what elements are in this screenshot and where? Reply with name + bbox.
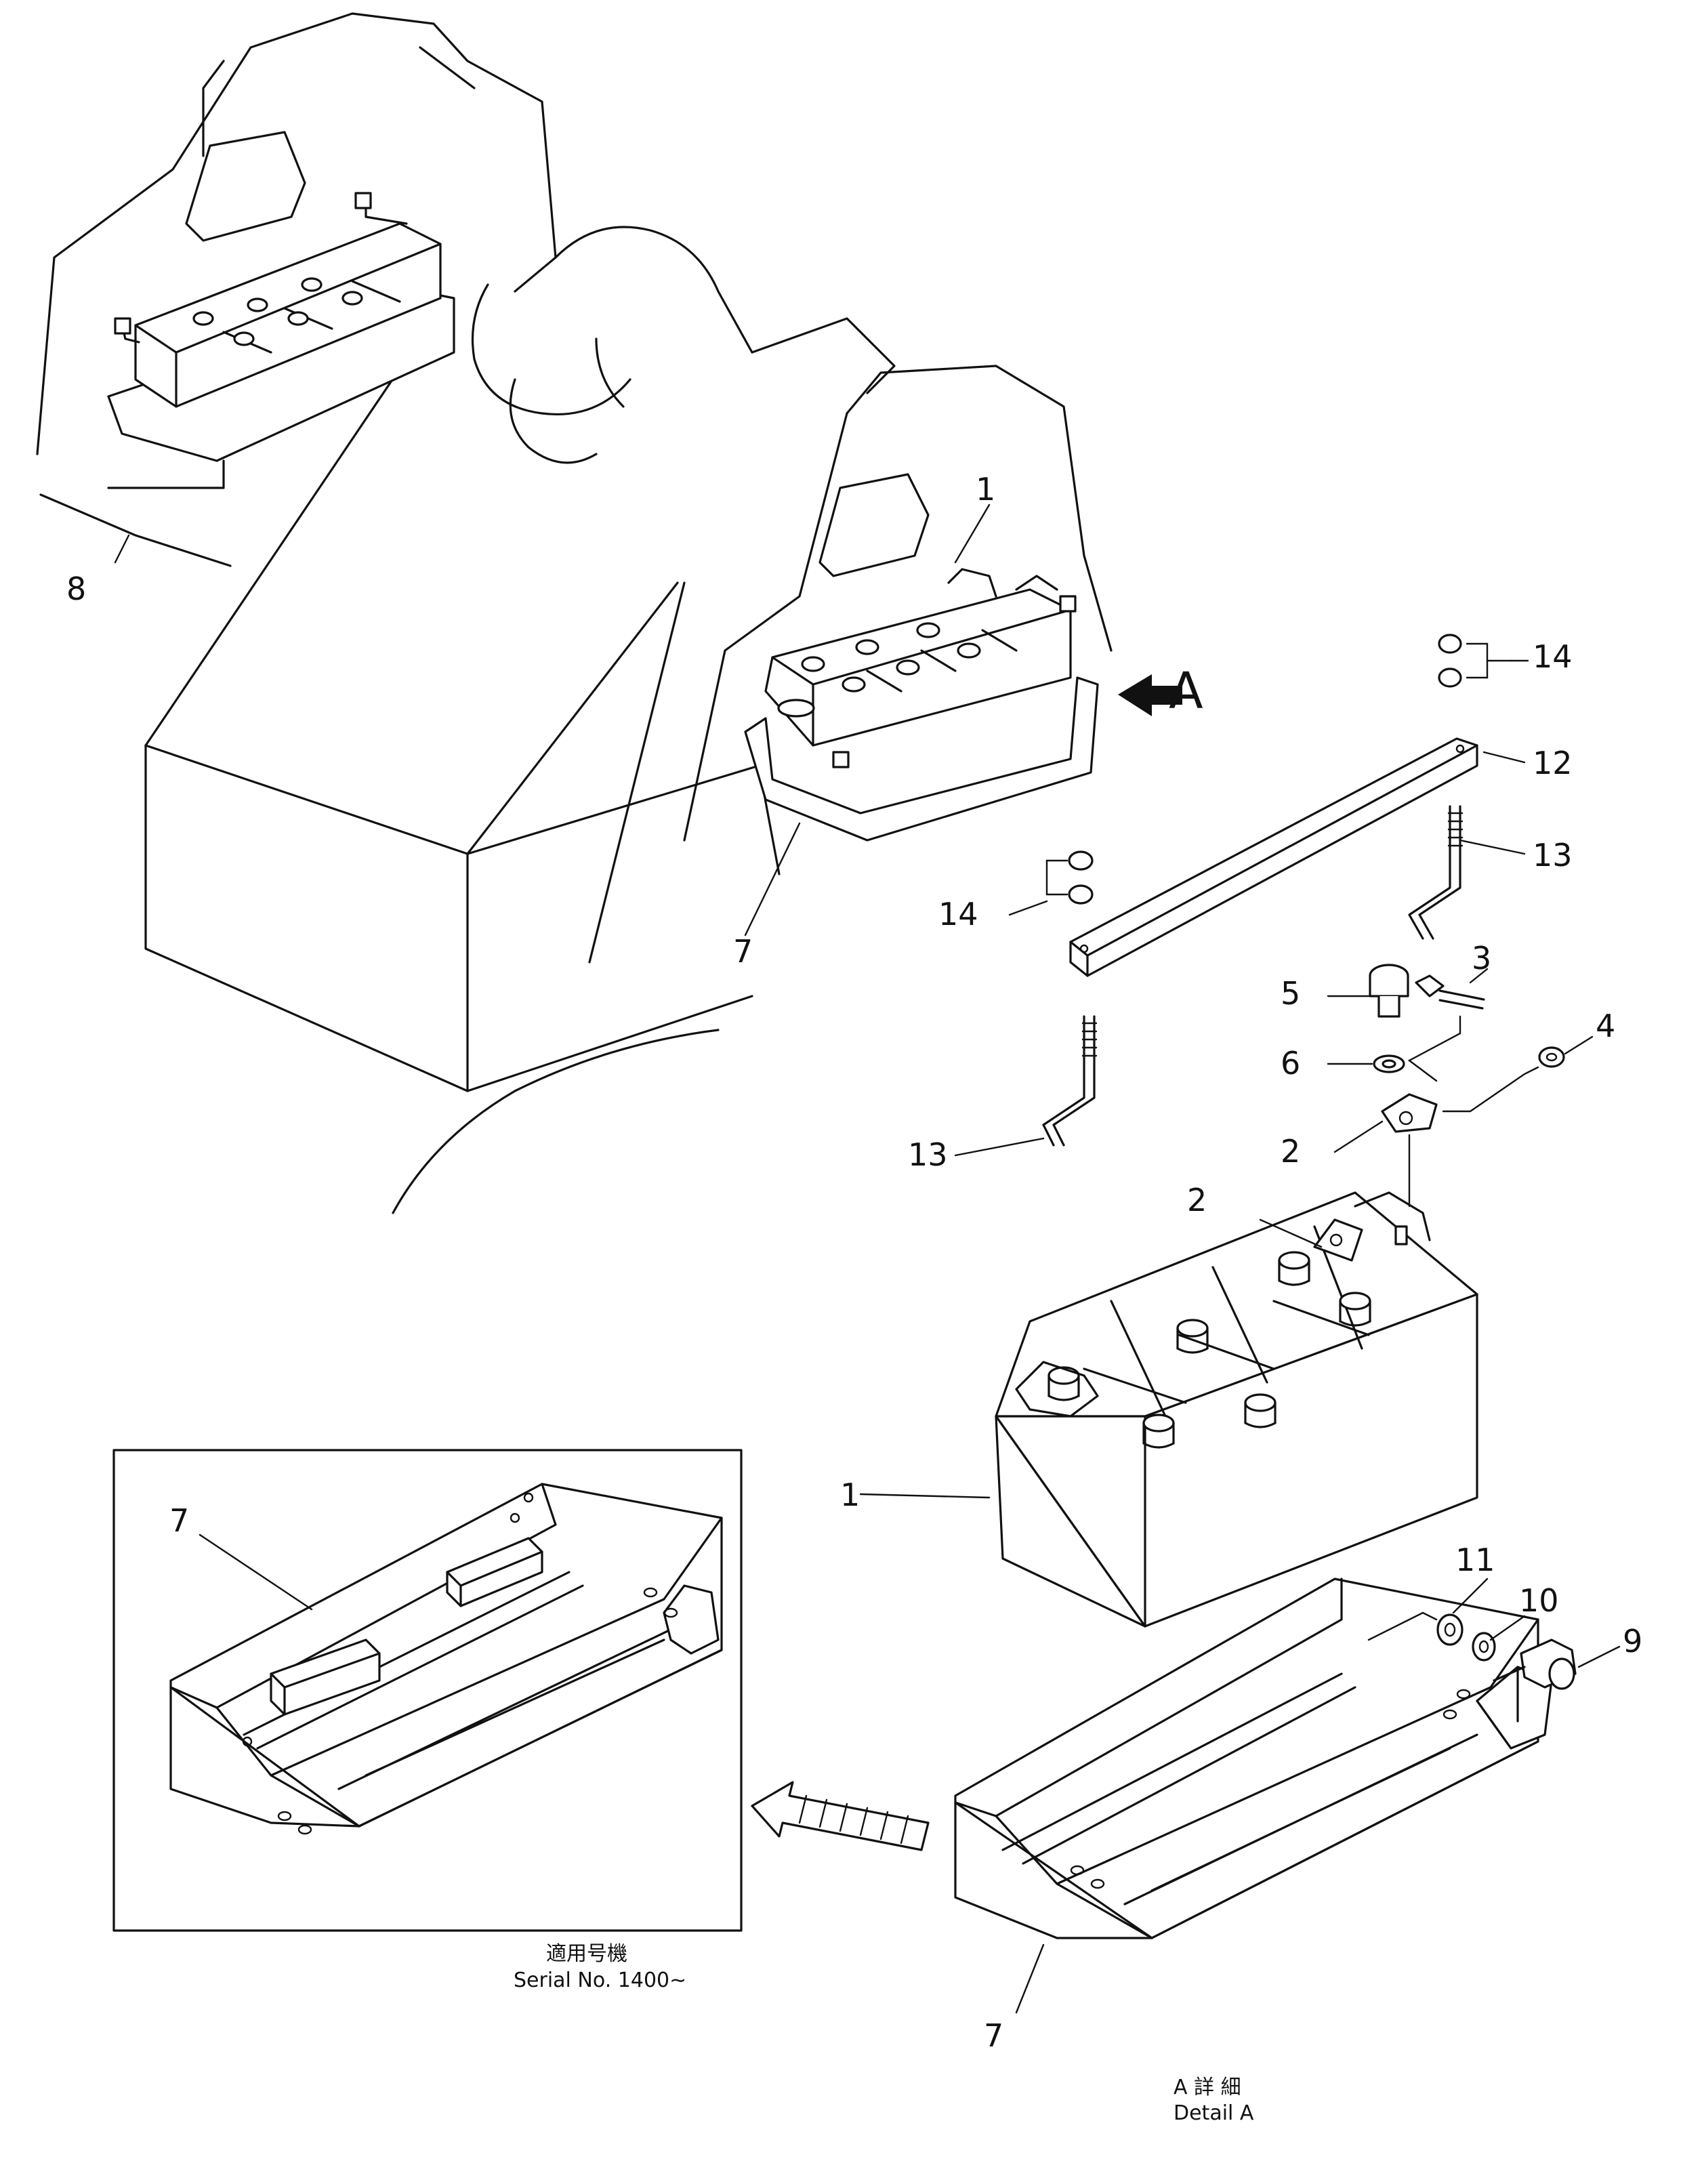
callout-5: 5 <box>1281 975 1300 1012</box>
assembly-line-nut <box>1442 1066 1539 1113</box>
part-13-rod-left <box>1042 1015 1098 1147</box>
part-3-bolt <box>1415 974 1485 1010</box>
inset-reference-arrow <box>751 1781 930 1851</box>
callout-7-inset: 7 <box>169 1502 189 1539</box>
inset-frame <box>112 1449 743 1932</box>
callout-10: 10 <box>1519 1582 1559 1619</box>
detail-caption: A 詳 細 Detail A <box>1174 2076 1254 2125</box>
part-10-lock-washer <box>1472 1632 1496 1662</box>
callout-12: 12 <box>1533 745 1573 781</box>
serial-inset <box>112 1449 743 1932</box>
detail-caption-en: Detail A <box>1174 2101 1254 2125</box>
callout-13-left: 13 <box>908 1136 948 1173</box>
assembly-line-tray <box>1367 1611 1438 1641</box>
callout-2-upper: 2 <box>1281 1133 1300 1170</box>
part-4-nut <box>1538 1046 1565 1068</box>
detail-caption-jp: A 詳 細 <box>1174 2076 1241 2099</box>
callout-11: 11 <box>1455 1542 1495 1578</box>
callout-14-left: 14 <box>938 896 978 932</box>
inset-caption: 適用号機 Serial No. 1400∼ <box>514 1942 686 1992</box>
inset-caption-jp: 適用号機 <box>546 1942 627 1966</box>
callout-2-lower: 2 <box>1187 1182 1207 1218</box>
part-1-battery-detail <box>995 1191 1478 1628</box>
assembly-line-bolt <box>1407 1015 1461 1082</box>
part-9-bolt <box>1493 1639 1577 1690</box>
part-14-nuts-left <box>1008 850 1094 916</box>
callout-9: 9 <box>1623 1623 1642 1660</box>
battery-assembly-center <box>744 568 1099 842</box>
part-7-tray-detail <box>954 1578 1553 1939</box>
view-marker-arrow: A <box>1118 662 1203 720</box>
callout-14-right: 14 <box>1533 638 1573 675</box>
callout-6: 6 <box>1281 1045 1300 1081</box>
callout-1-top: 1 <box>976 471 995 508</box>
part-2-clamp-upper <box>1381 1093 1438 1133</box>
part-13-rod-right <box>1408 805 1464 940</box>
callout-3: 3 <box>1472 940 1491 976</box>
callout-13-right: 13 <box>1533 837 1573 873</box>
machine-body <box>36 12 1113 1214</box>
leader-lines <box>114 503 1621 2014</box>
inset-caption-serial: Serial No. 1400∼ <box>514 1969 686 1992</box>
callout-labels: 1 8 7 14 14 12 13 13 3 5 6 4 2 2 1 11 10… <box>66 471 1642 2054</box>
callout-7-detail: 7 <box>984 2017 1003 2054</box>
battery-assembly-left <box>107 192 455 489</box>
callout-1-detail: 1 <box>840 1477 860 1513</box>
part-6-washer <box>1373 1054 1405 1073</box>
part-5-bolt <box>1369 964 1409 1018</box>
callout-4: 4 <box>1596 1008 1615 1044</box>
callout-8: 8 <box>66 571 86 607</box>
view-marker-label: A <box>1169 662 1203 720</box>
part-11-washer <box>1436 1613 1464 1646</box>
callout-7-top: 7 <box>733 933 753 970</box>
part-12-hold-bar <box>1069 737 1478 977</box>
part-14-nuts-right <box>1438 634 1512 688</box>
